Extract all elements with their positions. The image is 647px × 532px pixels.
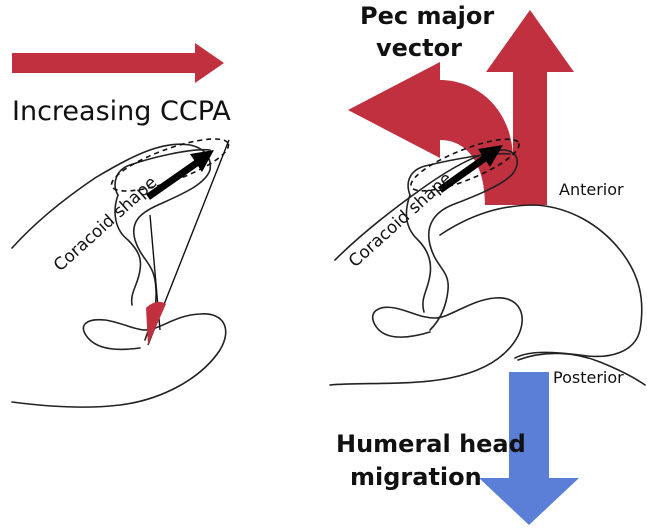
increasing-ccpa-label: Increasing CCPA [12,96,231,127]
left-coracoid-tip-ellipse [110,138,230,192]
increasing-ccpa-arrow [12,43,224,83]
pec-major-label: Pec major [360,2,494,30]
right-coracoid-tip-ellipse [410,138,520,192]
anterior-label: Anterior [559,180,624,199]
left-coracoid-shape-label: Coracoid shape [50,173,161,276]
humeral-migration-down-arrow [479,372,579,525]
humeral-migration-label: migration [350,463,482,491]
posterior-label: Posterior [553,368,624,387]
ccpa-angle-wedge [146,301,166,345]
left-scapula-outline [11,143,227,408]
humeral-head-label: Humeral head [336,430,526,458]
right-coracoid-shape-label: Coracoid shape [345,169,456,272]
pec-major-curved-arrow [348,62,513,205]
right-scapula-outline [329,149,646,386]
pec-major-label-vector: vector [376,34,462,62]
pec-major-up-arrow [486,10,574,205]
left-black-vector-arrow [145,150,214,200]
right-black-vector-arrow [437,145,503,193]
